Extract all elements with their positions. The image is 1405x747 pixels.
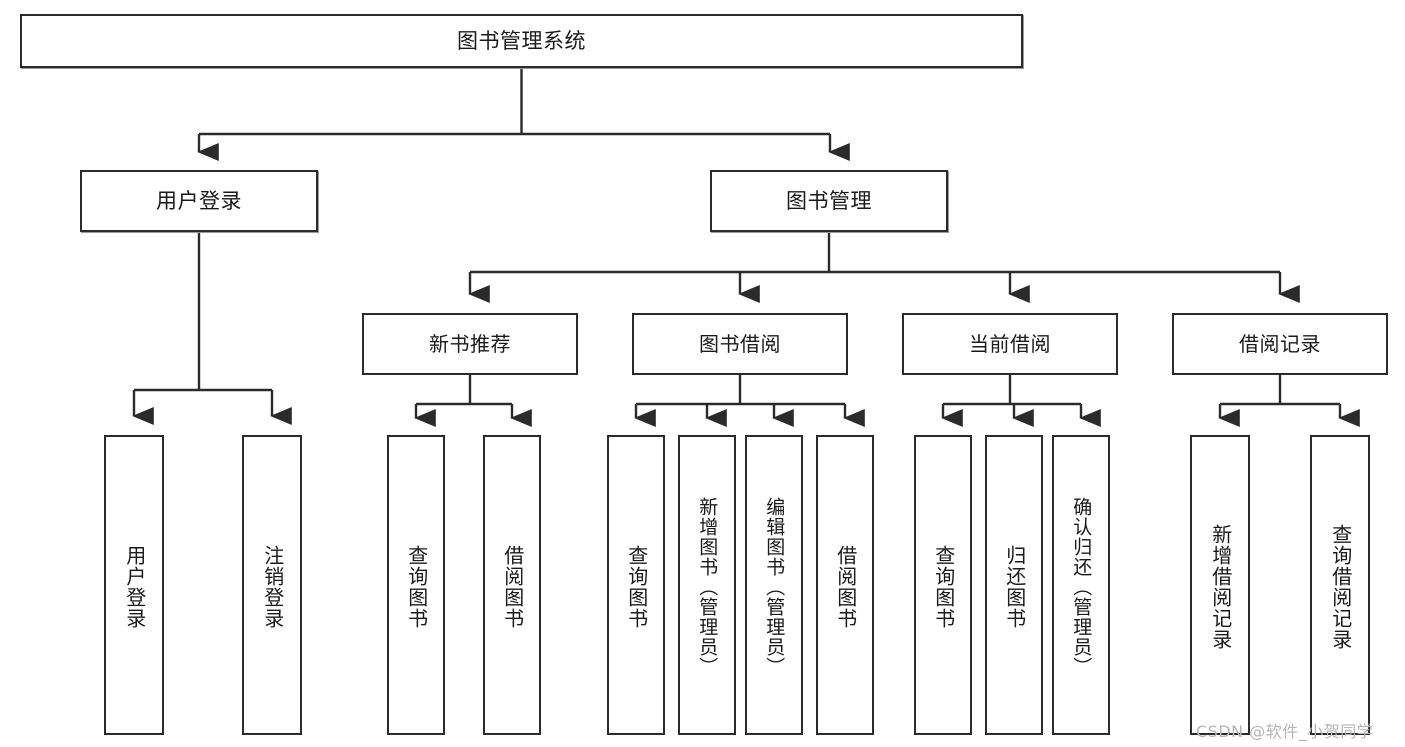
node-borrow-record-label: 借阅记录	[1239, 331, 1321, 356]
leaf-add-book[interactable]: 新增图书（管理员）	[678, 435, 736, 735]
node-current-borrow-label: 当前借阅	[969, 331, 1051, 356]
node-current-borrow[interactable]: 当前借阅	[902, 313, 1118, 375]
leaf-query-book-1-label: 查询图书	[404, 545, 429, 629]
leaf-edit-book[interactable]: 编辑图书（管理员）	[745, 435, 803, 735]
node-root-label: 图书管理系统	[457, 28, 586, 53]
edges-user-login	[132, 232, 292, 425]
leaf-logout[interactable]: 注销登录	[242, 435, 302, 735]
leaf-add-record-label: 新增借阅记录	[1208, 524, 1233, 650]
csdn-watermark: CSDN @软件_小贺同学	[1196, 722, 1374, 741]
leaf-user-login[interactable]: 用户登录	[104, 435, 164, 735]
node-book-manage-label: 图书管理	[786, 188, 872, 213]
edges-borrow-record	[1218, 375, 1360, 427]
leaf-confirm-return-label: 确认归还（管理员）	[1070, 497, 1093, 677]
leaf-add-record[interactable]: 新增借阅记录	[1190, 435, 1250, 735]
edges-root	[197, 68, 850, 161]
leaf-query-book-3[interactable]: 查询图书	[914, 435, 972, 735]
node-user-login[interactable]: 用户登录	[80, 170, 318, 232]
edges-current-borrow	[941, 375, 1101, 427]
leaf-query-book-1[interactable]: 查询图书	[387, 435, 445, 735]
node-book-borrow[interactable]: 图书借阅	[632, 313, 848, 375]
leaf-return-book[interactable]: 归还图书	[985, 435, 1043, 735]
leaf-edit-book-label: 编辑图书（管理员）	[763, 497, 786, 677]
leaf-borrow-book-1-label: 借阅图书	[500, 545, 525, 629]
leaf-borrow-book-2-label: 借阅图书	[833, 545, 858, 629]
node-new-book-rec-label: 新书推荐	[429, 331, 511, 356]
node-book-manage[interactable]: 图书管理	[710, 170, 948, 232]
edges-new-book-rec	[414, 375, 532, 427]
leaf-logout-label: 注销登录	[260, 545, 285, 629]
node-user-login-label: 用户登录	[156, 188, 242, 213]
leaf-query-record[interactable]: 查询借阅记录	[1310, 435, 1370, 735]
edges-book-manage	[468, 232, 1300, 303]
node-borrow-record[interactable]: 借阅记录	[1172, 313, 1388, 375]
node-new-book-rec[interactable]: 新书推荐	[362, 313, 578, 375]
leaf-user-login-label: 用户登录	[122, 545, 147, 629]
leaf-query-book-2[interactable]: 查询图书	[607, 435, 665, 735]
leaf-query-record-label: 查询借阅记录	[1328, 524, 1353, 650]
leaf-add-book-label: 新增图书（管理员）	[696, 497, 719, 677]
edges-book-borrow	[634, 375, 865, 427]
node-book-borrow-label: 图书借阅	[699, 331, 781, 356]
leaf-borrow-book-2[interactable]: 借阅图书	[816, 435, 874, 735]
node-root[interactable]: 图书管理系统	[20, 14, 1023, 68]
leaf-borrow-book-1[interactable]: 借阅图书	[483, 435, 541, 735]
leaf-query-book-2-label: 查询图书	[624, 545, 649, 629]
leaf-query-book-3-label: 查询图书	[931, 545, 956, 629]
leaf-return-book-label: 归还图书	[1002, 545, 1027, 629]
leaf-confirm-return[interactable]: 确认归还（管理员）	[1052, 435, 1110, 735]
